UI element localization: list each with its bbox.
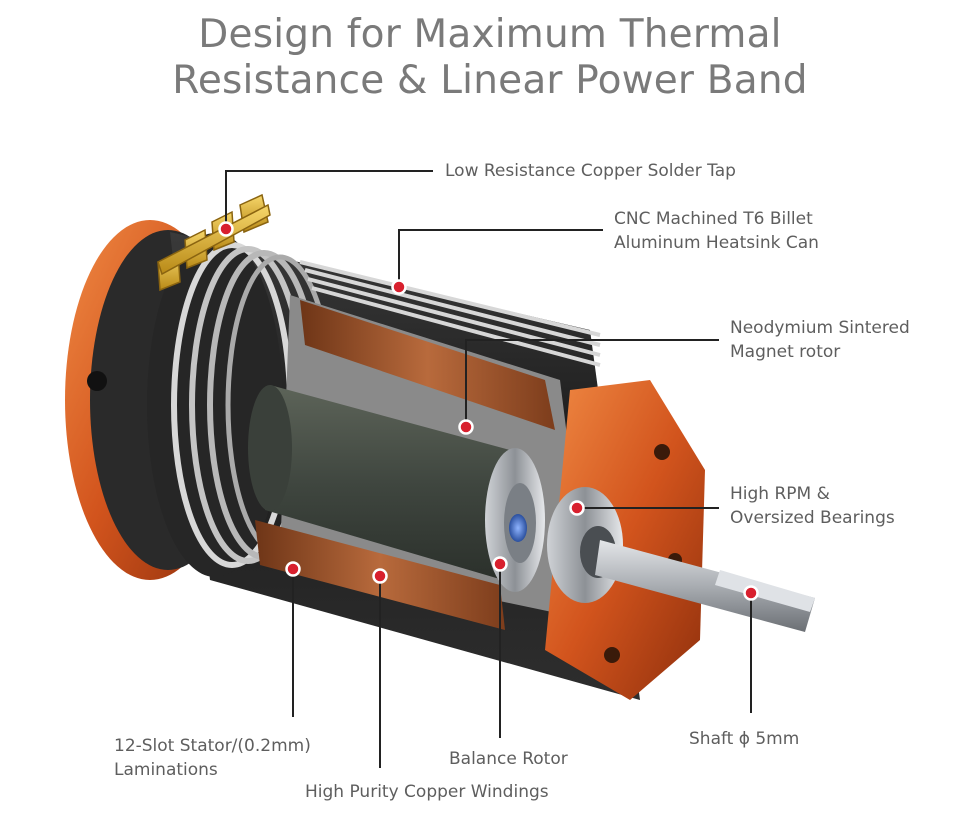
page-title: Design for Maximum Thermal Resistance & … <box>0 12 980 104</box>
label-balance-rotor-text: Balance Rotor <box>449 749 568 769</box>
label-magnet-line-2: Magnet rotor <box>730 342 841 362</box>
marker-stator <box>285 561 301 577</box>
label-stator-line-2: Laminations <box>114 760 218 780</box>
label-shaft: Shaft ϕ 5mm <box>689 727 799 751</box>
label-stator: 12-Slot Stator/(0.2mm) Laminations <box>114 734 311 782</box>
marker-magnet <box>458 419 474 435</box>
title-line-2: Resistance & Linear Power Band <box>172 58 808 103</box>
cutaway-interior <box>248 295 590 630</box>
marker-balance-rotor <box>492 556 508 572</box>
leader-lines <box>225 170 752 768</box>
label-heatsink-line-2: Aluminum Heatsink Can <box>614 233 819 253</box>
shaft <box>595 540 815 632</box>
label-bearings: High RPM & Oversized Bearings <box>730 482 895 530</box>
heatsink-fins <box>299 260 601 367</box>
label-windings: High Purity Copper Windings <box>305 780 549 804</box>
label-windings-text: High Purity Copper Windings <box>305 782 549 802</box>
marker-shaft <box>743 585 759 601</box>
label-stator-line-1: 12-Slot Stator/(0.2mm) <box>114 736 311 756</box>
label-bearings-line-2: Oversized Bearings <box>730 508 895 528</box>
title-line-1: Design for Maximum Thermal <box>198 12 782 57</box>
leader-heatsink <box>398 229 603 287</box>
leader-magnet <box>465 339 719 427</box>
label-balance-rotor: Balance Rotor <box>449 747 568 771</box>
label-magnet: Neodymium Sintered Magnet rotor <box>730 316 910 364</box>
label-solder-tap-text: Low Resistance Copper Solder Tap <box>445 161 736 181</box>
marker-bearings <box>569 500 585 516</box>
leader-solder-tap <box>225 170 433 229</box>
label-heatsink: CNC Machined T6 Billet Aluminum Heatsink… <box>614 207 819 255</box>
marker-windings <box>372 568 388 584</box>
marker-solder-tap <box>218 221 234 237</box>
label-heatsink-line-1: CNC Machined T6 Billet <box>614 209 813 229</box>
marker-heatsink <box>391 279 407 295</box>
front-end-bell <box>545 380 705 700</box>
label-solder-tap: Low Resistance Copper Solder Tap <box>445 159 736 183</box>
callout-markers <box>218 221 759 601</box>
label-shaft-text: Shaft ϕ 5mm <box>689 729 800 749</box>
label-magnet-line-1: Neodymium Sintered <box>730 318 910 338</box>
label-bearings-line-1: High RPM & <box>730 484 830 504</box>
